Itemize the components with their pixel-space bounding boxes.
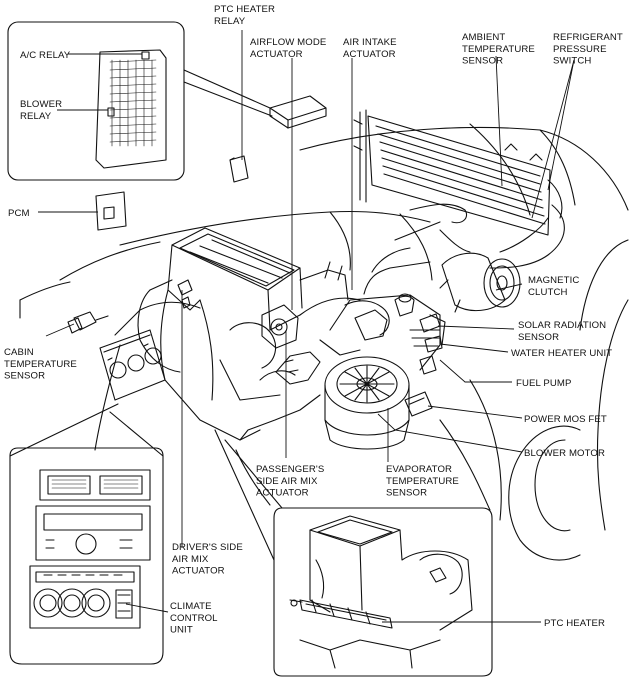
label-line: REFRIGERANT	[553, 32, 623, 43]
label-ac-relay: A/C RELAY	[20, 50, 71, 61]
label-line: AMBIENT	[462, 32, 505, 43]
label-line: RELAY	[214, 16, 246, 27]
label-line: ACTUATOR	[250, 49, 303, 60]
label-line: ACTUATOR	[343, 49, 396, 60]
climate-control-inset	[9, 447, 164, 665]
label-line: PRESSURE	[553, 44, 607, 55]
label-line: SWITCH	[553, 56, 591, 67]
cabin-temperature-sensor	[67, 311, 109, 334]
hvac-unit-housing	[137, 227, 361, 441]
label-line: AIR MIX	[172, 554, 209, 565]
blower-motor	[324, 356, 410, 450]
label-line: SIDE AIR MIX	[256, 476, 318, 487]
ptc-heater-relay	[229, 155, 249, 183]
label-blower-motor: BLOWER MOTOR	[524, 448, 605, 459]
compressor	[439, 252, 521, 313]
label-line: PTC HEATER	[214, 4, 275, 15]
label-water-heater-unit: WATER HEATER UNIT	[511, 348, 612, 359]
label-line: CABIN	[4, 347, 34, 358]
label-line: FUEL PUMP	[516, 378, 571, 389]
label-line: SENSOR	[4, 371, 45, 382]
label-line: BLOWER	[20, 99, 62, 110]
label-ptc-heater: PTC HEATER	[544, 618, 605, 629]
label-line: AIRFLOW MODE	[250, 37, 326, 48]
relay-inset	[7, 21, 185, 181]
label-line: UNIT	[170, 625, 193, 636]
power-mos-fet	[404, 391, 433, 417]
condenser	[353, 109, 563, 236]
label-line: POWER MOS FET	[524, 414, 607, 425]
label-line: CLIMATE	[170, 601, 212, 612]
label-power-mos-fet: POWER MOS FET	[524, 414, 607, 425]
label-line: SOLAR RADIATION	[518, 320, 606, 331]
ac-relay-position	[141, 51, 150, 60]
label-fuel-pump: FUEL PUMP	[516, 378, 571, 389]
label-line: PASSENGER'S	[256, 464, 324, 475]
relay-box	[269, 95, 327, 129]
airflow-mode-actuator	[261, 304, 299, 349]
label-line: RELAY	[20, 111, 52, 122]
label-line: CLUTCH	[528, 287, 568, 298]
label-line: BLOWER MOTOR	[524, 448, 605, 459]
label-line: TEMPERATURE	[462, 44, 535, 55]
inset-connectors	[9, 69, 283, 561]
label-line: AIR INTAKE	[343, 37, 397, 48]
label-line: CONTROL	[170, 613, 218, 624]
label-line: PTC HEATER	[544, 618, 605, 629]
label-line: WATER HEATER UNIT	[511, 348, 612, 359]
climate-control-panel-main	[99, 329, 166, 401]
label-line: TEMPERATURE	[386, 476, 459, 487]
label-line: PCM	[8, 208, 30, 219]
label-line: EVAPORATOR	[386, 464, 452, 475]
blower-relay-position	[107, 107, 115, 117]
callout-leaders	[38, 30, 575, 623]
label-line: ACTUATOR	[172, 566, 225, 577]
label-line: TEMPERATURE	[4, 359, 77, 370]
ptc-heater-inset	[273, 507, 493, 677]
label-line: ACTUATOR	[256, 488, 309, 499]
label-line: A/C RELAY	[20, 50, 71, 61]
label-pcm: PCM	[8, 208, 30, 219]
label-line: MAGNETIC	[528, 275, 579, 286]
label-line: DRIVER'S SIDE	[172, 542, 243, 553]
label-line: SENSOR	[518, 332, 559, 343]
label-line: SENSOR	[386, 488, 427, 499]
label-line: SENSOR	[462, 56, 503, 67]
pcm-module	[95, 191, 127, 231]
